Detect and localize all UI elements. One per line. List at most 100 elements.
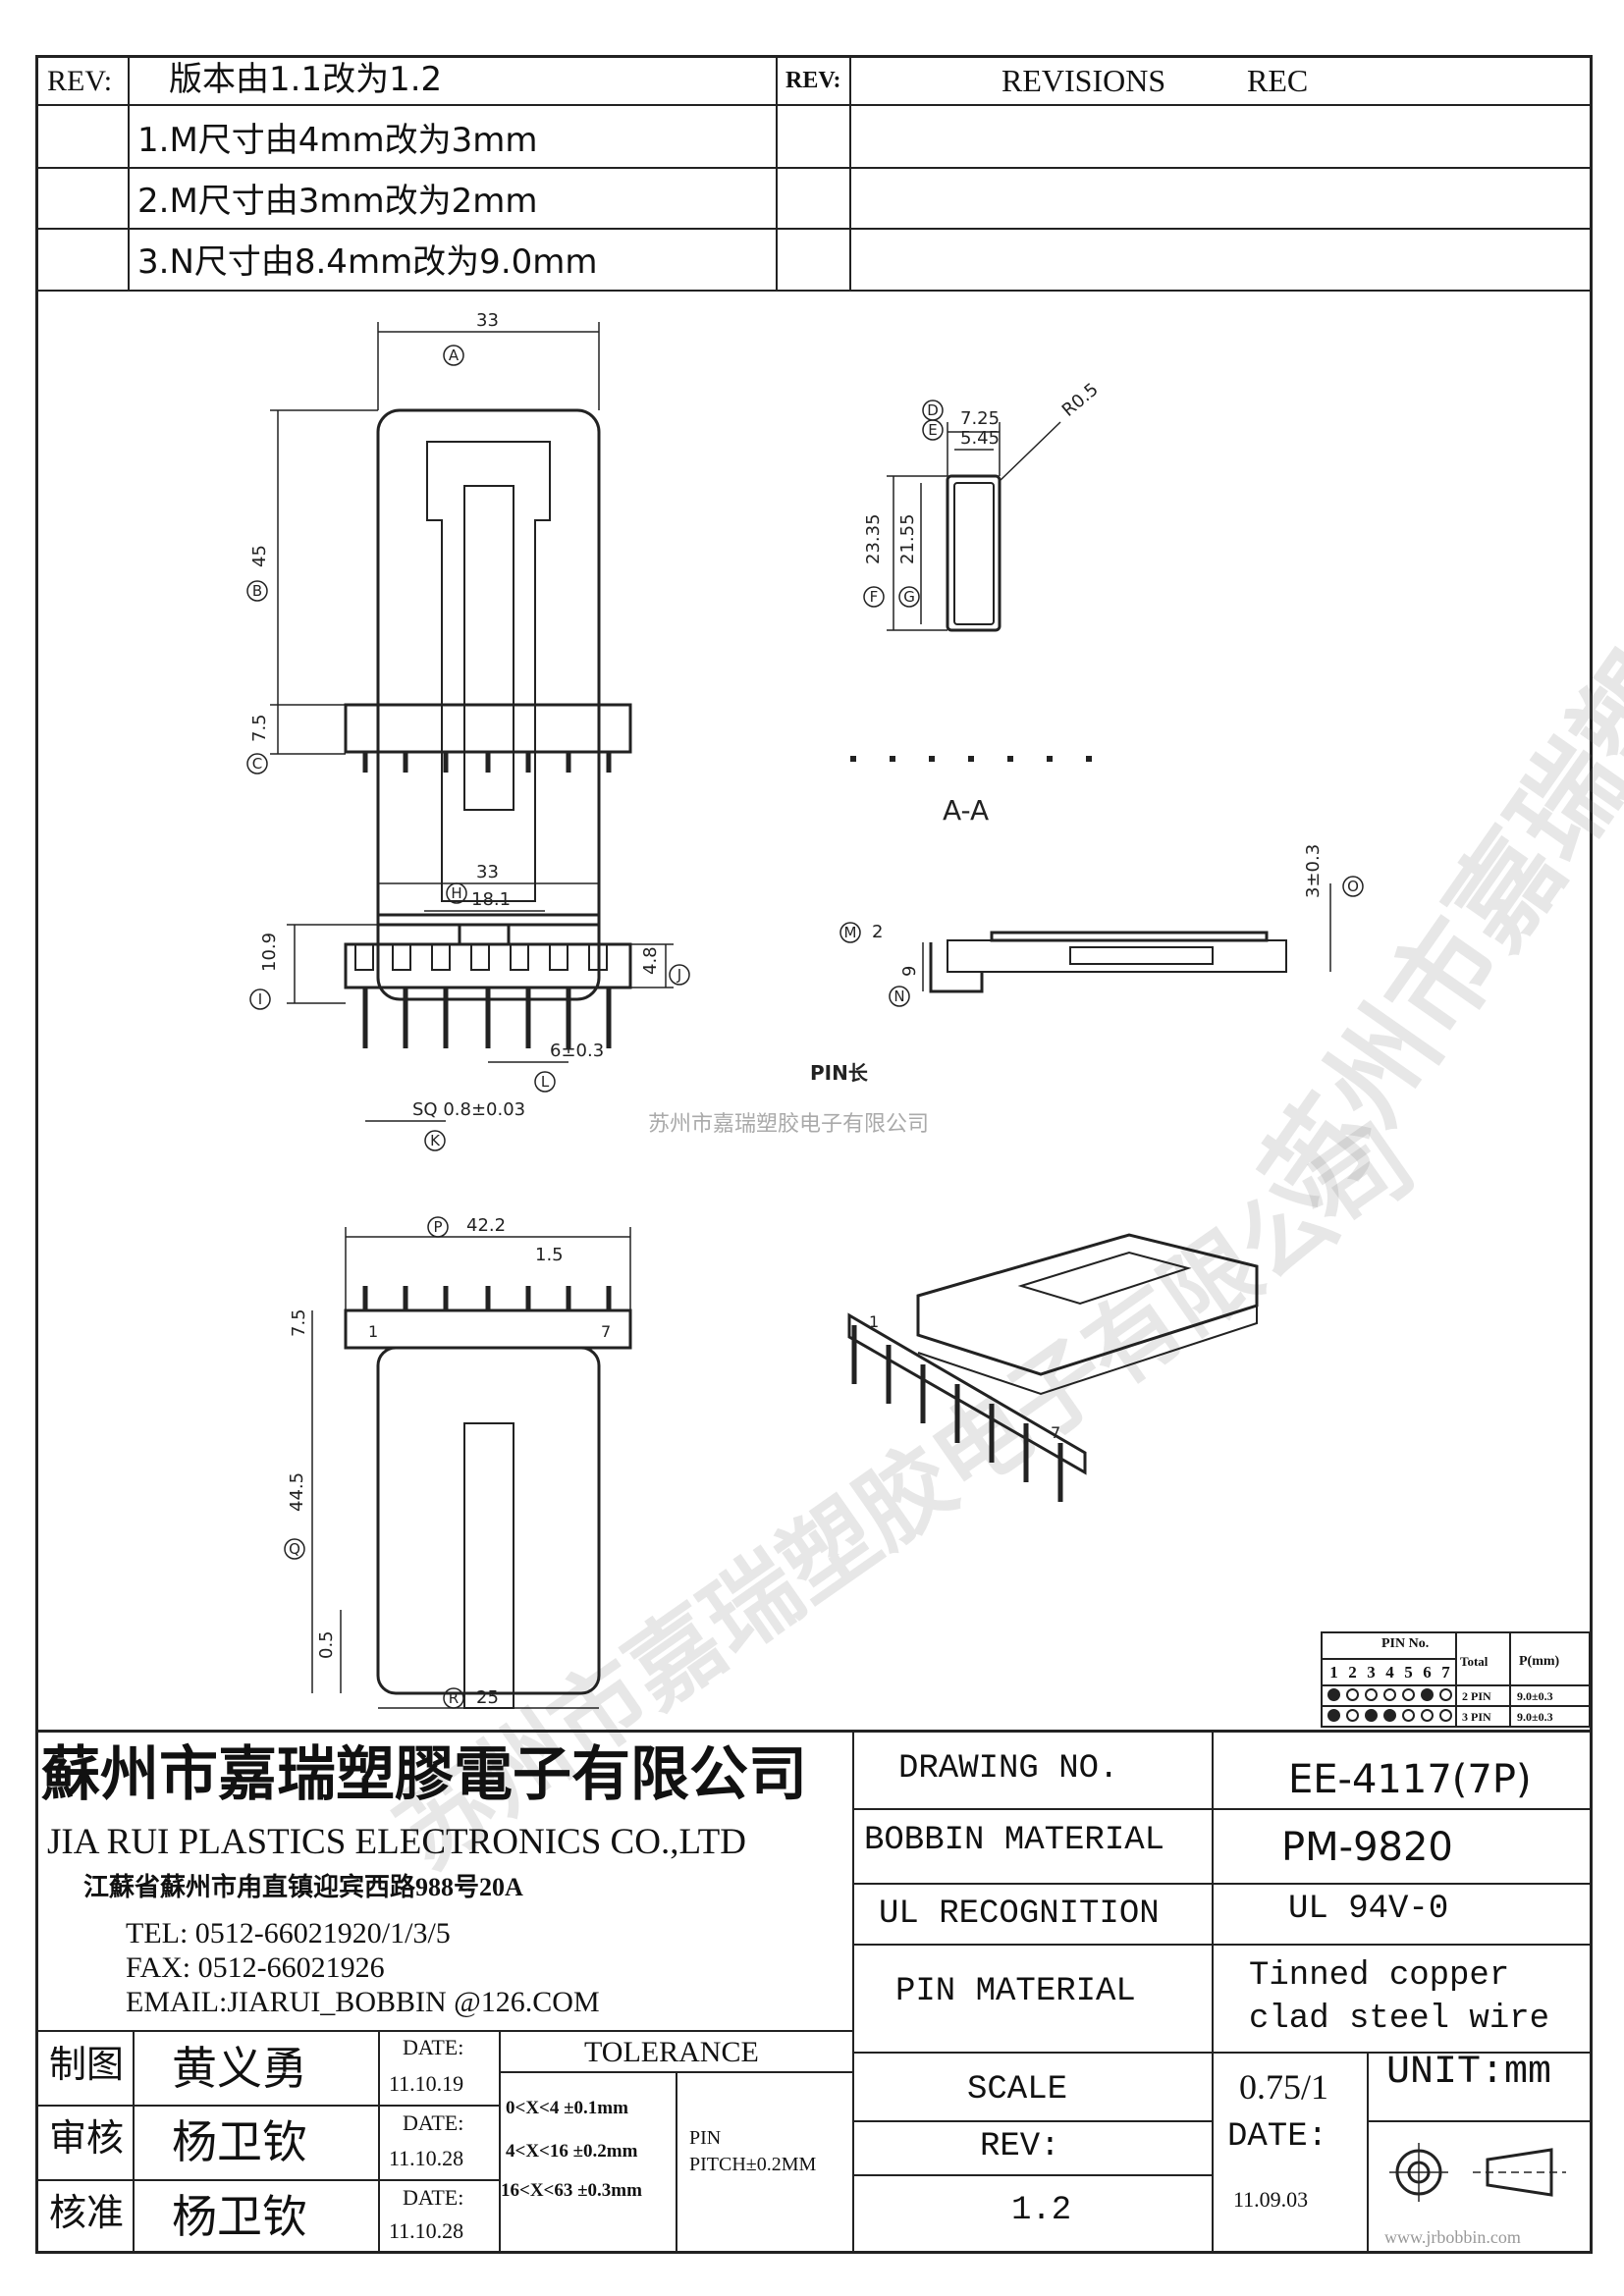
ul-recognition-value: UL 94V-0	[1288, 1891, 1449, 1928]
svg-text:A: A	[449, 347, 460, 364]
dim-R: R0.5	[1058, 379, 1103, 421]
pin-dot-r2-p5	[1402, 1709, 1415, 1722]
detail-view-inner	[1069, 946, 1214, 965]
pin-dot-r1-p5	[1402, 1688, 1415, 1701]
company-address: 江蘇省蘇州市甪直镇迎宾西路988号20A	[83, 1873, 523, 1901]
dim-bottom-7-5: 7.5	[289, 1308, 309, 1337]
unit-label: UNIT:mm	[1386, 2051, 1552, 2095]
signoff-role-drafter: 制图	[49, 2045, 125, 2086]
rev-label-right: REV:	[785, 68, 841, 93]
bottom-view-header	[344, 1308, 632, 1350]
front-view-window-outline	[426, 441, 551, 902]
dim-letter-H: H	[446, 882, 467, 904]
detail-view-body	[947, 939, 1287, 973]
company-tel: TEL: 0512-66021920/1/3/5	[126, 1917, 451, 1949]
dim-letter-Q: Q	[284, 1538, 305, 1560]
pin-number-4: 4	[1385, 1663, 1394, 1682]
dim-N: 9	[899, 966, 920, 977]
detail-view-pin	[929, 942, 984, 993]
scale-value: 0.75/1	[1239, 2067, 1329, 2107]
pin-dot-r1-p1	[1327, 1688, 1340, 1701]
svg-text:P: P	[433, 1218, 442, 1236]
iso-header	[847, 1312, 1087, 1475]
dim-letter-L: L	[534, 1071, 556, 1093]
pin-dot-r2-p7	[1439, 1709, 1452, 1722]
svg-text:F: F	[870, 588, 879, 606]
svg-text:E: E	[928, 421, 937, 439]
section-view	[850, 421, 1092, 762]
pin-dot-r2-p4	[1383, 1709, 1396, 1722]
pin-number-2: 2	[1348, 1663, 1357, 1682]
bottom-view-pins	[362, 1286, 612, 1310]
svg-text:G: G	[903, 588, 915, 606]
pin-number-7: 7	[1441, 1663, 1450, 1682]
dim-R-bottom: 25	[476, 1687, 499, 1708]
dim-letter-P: P	[427, 1216, 449, 1238]
signoff-date-label-approver: DATE:	[403, 2185, 464, 2210]
signoff-date-drafter: 11.10.19	[389, 2071, 464, 2096]
dim-P: 42.2	[466, 1215, 506, 1236]
front-view-pins	[362, 752, 612, 773]
date-label-block: DATE:	[1227, 2118, 1328, 2156]
rev-change-3: 3.N尺寸由8.4mm改为9.0mm	[137, 242, 598, 282]
pin-table-p-2: 9.0±0.3	[1517, 1710, 1553, 1724]
tolerance-line-1: 0<X<4 ±0.1mm	[506, 2098, 628, 2118]
section-cut-dots	[850, 756, 1092, 762]
dim-bottom-0-5: 0.5	[316, 1630, 337, 1659]
bottom-view-flange	[376, 1346, 601, 1695]
pin-table-total-1: 2 PIN	[1462, 1689, 1491, 1703]
svg-text:B: B	[252, 582, 262, 600]
pin-dot-r1-p4	[1383, 1688, 1396, 1701]
front-view-slot	[463, 485, 514, 811]
pin-material-value-2: clad steel wire	[1249, 2001, 1550, 2038]
svg-text:Q: Q	[289, 1540, 300, 1558]
projection-circle-icon	[1389, 2143, 1448, 2202]
pin-table-row-2	[1325, 1709, 1455, 1722]
dim-letter-K: K	[424, 1130, 446, 1151]
company-name-cn: 蘇州市嘉瑞塑膠電子有限公司	[41, 1742, 807, 1807]
svg-text:N: N	[893, 988, 904, 1005]
tolerance-title: TOLERANCE	[584, 2036, 759, 2068]
rec-header: REC	[1247, 63, 1309, 98]
dim-K: SQ 0.8±0.03	[412, 1099, 525, 1120]
signoff-name-checker: 杨卫钦	[172, 2117, 307, 2167]
dim-F: 23.35	[863, 513, 884, 564]
svg-text:I: I	[258, 990, 262, 1008]
side-view	[287, 876, 674, 1122]
signoff-date-approver: 11.10.28	[389, 2218, 464, 2243]
ul-recognition-label: UL RECOGNITION	[879, 1896, 1160, 1933]
iso-view	[847, 1233, 1259, 1502]
dim-letter-J: J	[669, 964, 690, 986]
pin-table-row-1	[1325, 1688, 1455, 1701]
iso-pin-1: 1	[869, 1312, 879, 1331]
dim-letter-B: B	[246, 580, 268, 602]
dim-I: 10.9	[259, 933, 280, 972]
iso-window	[1017, 1251, 1192, 1306]
svg-text:K: K	[430, 1132, 441, 1149]
tolerance-pin-pitch: PITCH±0.2MM	[689, 2154, 817, 2175]
drawing-no-label: DRAWING NO.	[898, 1750, 1119, 1788]
pin-number-6: 6	[1423, 1663, 1432, 1682]
company-email: EMAIL:JIARUI_BOBBIN @126.COM	[126, 1986, 600, 2018]
pin-number-1: 1	[1329, 1663, 1338, 1682]
dim-L: 6±0.3	[550, 1041, 604, 1061]
dim-D: 7.25	[960, 408, 1000, 429]
company-fax: FAX: 0512-66021926	[126, 1951, 385, 1984]
detail-view-plate	[990, 931, 1269, 942]
side-view-center-block	[458, 923, 511, 946]
svg-text:J: J	[677, 966, 681, 984]
projection-cone-icon	[1473, 2148, 1566, 2197]
svg-text:D: D	[927, 401, 939, 419]
pin-dot-r2-p3	[1365, 1709, 1378, 1722]
tolerance-line-2: 4<X<16 ±0.2mm	[506, 2141, 638, 2162]
rev-label-block: REV:	[980, 2128, 1060, 2165]
detail-view	[922, 883, 1331, 993]
dim-letter-M: M	[839, 922, 861, 943]
dim-letter-O: O	[1342, 876, 1364, 897]
front-view-base	[344, 703, 632, 754]
rev-change-2: 2.M尺寸由3mm改为2mm	[137, 182, 538, 221]
dim-letter-N: N	[889, 986, 910, 1007]
website: www.jrbobbin.com	[1384, 2227, 1521, 2247]
dim-pitch: 1.5	[535, 1245, 564, 1265]
